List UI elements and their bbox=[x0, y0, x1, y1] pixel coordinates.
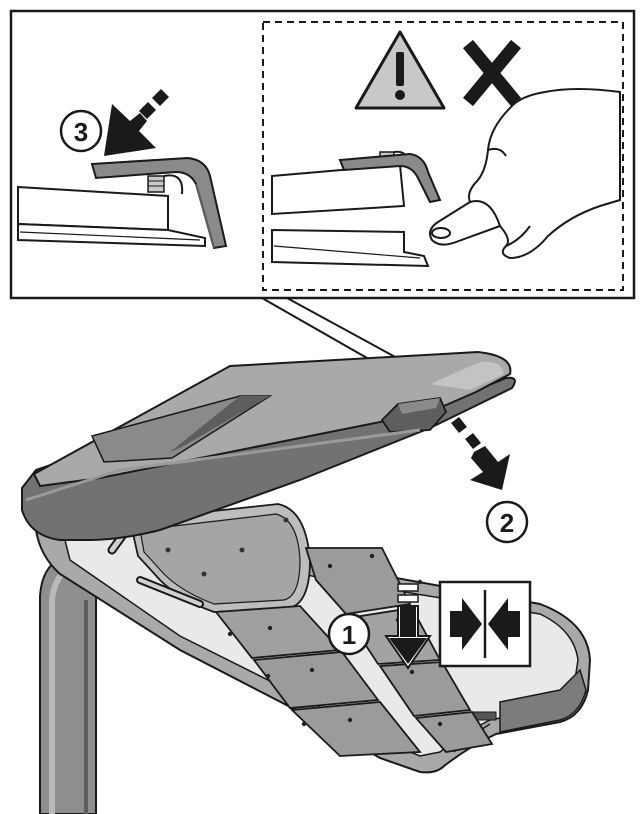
step-1-label: 1 bbox=[342, 620, 356, 650]
step-2-arrow-icon bbox=[451, 417, 510, 490]
step-2-marker: 2 bbox=[485, 500, 529, 544]
step-1-marker: 1 bbox=[327, 612, 371, 656]
forbidden-action-box bbox=[262, 21, 624, 291]
hand-icon bbox=[429, 88, 621, 259]
step-1-arrow-icon bbox=[384, 583, 432, 670]
callout-inset: 3 bbox=[9, 9, 636, 379]
driver-plate bbox=[107, 503, 311, 613]
cross-icon bbox=[462, 39, 522, 107]
luminaire bbox=[21, 350, 592, 814]
squeeze-arrows-icon bbox=[438, 580, 532, 668]
step-3-arrow-icon bbox=[104, 89, 169, 156]
warning-triangle-icon bbox=[354, 30, 446, 110]
step-3-label: 3 bbox=[74, 117, 88, 147]
open-cover bbox=[21, 350, 516, 541]
step-2-label: 2 bbox=[500, 508, 514, 538]
correct-close-detail bbox=[17, 156, 228, 250]
step-3-marker: 3 bbox=[59, 109, 103, 153]
